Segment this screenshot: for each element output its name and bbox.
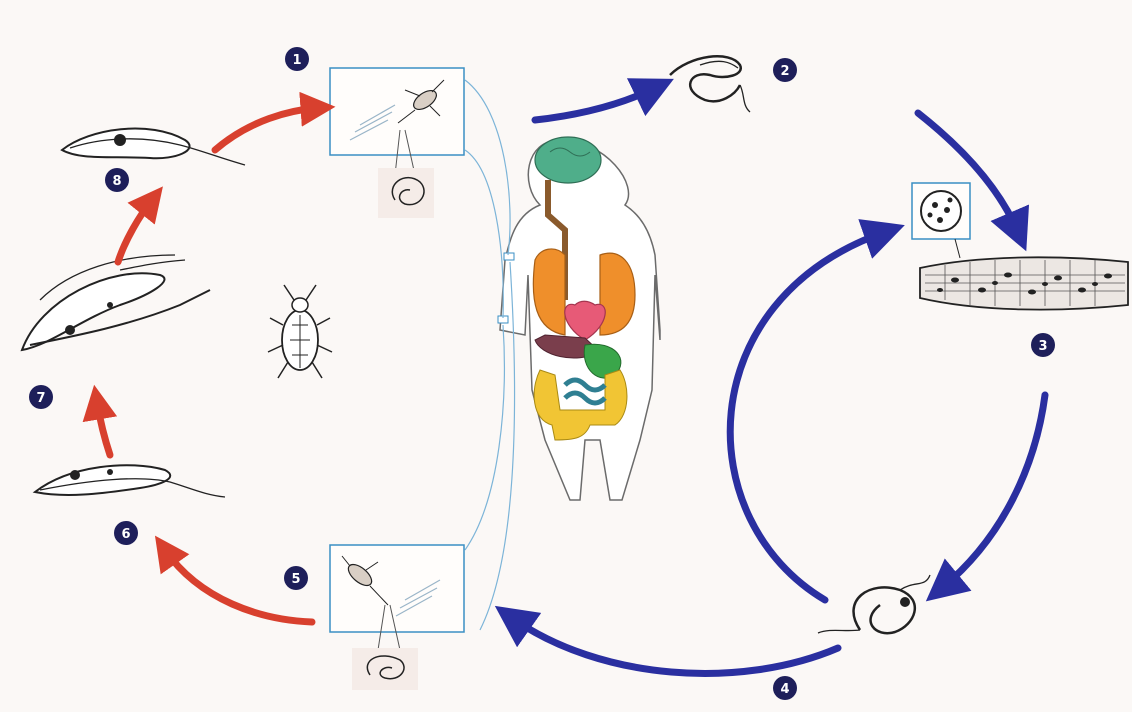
step-badge-8: 8	[105, 168, 129, 192]
step-badge-7: 7	[29, 385, 53, 409]
arrow-7-to-8	[118, 200, 152, 262]
triatomine-bug-icon	[268, 285, 332, 378]
epimastigote-stage-6	[35, 465, 225, 497]
step-badge-5: 5	[284, 566, 308, 590]
svg-text:3: 3	[1038, 339, 1047, 354]
arrow-1-to-2	[535, 88, 655, 120]
step-badge-1: 1	[285, 47, 309, 71]
svg-text:6: 6	[121, 527, 130, 542]
svg-text:7: 7	[36, 391, 45, 406]
arrow-6-to-7	[97, 402, 110, 455]
amastigote-icon	[912, 183, 970, 258]
step-badge-6: 6	[114, 521, 138, 545]
arrow-4-to-5	[512, 618, 838, 673]
inset-bug-feeding-bottom	[330, 545, 464, 650]
arrow-4-to-amastigote	[730, 232, 885, 600]
human-body-icon	[498, 137, 660, 500]
bite-site-marker	[504, 253, 514, 260]
step-badge-3: 3	[1031, 333, 1055, 357]
trypomastigote-icon	[352, 648, 418, 690]
trypomastigote-icon	[378, 168, 434, 218]
inset-bug-feeding-top	[330, 68, 464, 175]
arrow-8-to-1	[215, 108, 318, 150]
step-badge-4: 4	[773, 676, 797, 700]
svg-text:8: 8	[112, 174, 121, 189]
svg-text:5: 5	[291, 572, 300, 587]
vector-cycle-arrows	[97, 108, 318, 622]
svg-text:1: 1	[292, 53, 301, 68]
trypomastigote-stage-4	[818, 575, 930, 633]
brain-organ	[535, 137, 601, 183]
epimastigote-stage-7	[22, 255, 210, 350]
trypomastigote-stage-2	[670, 56, 750, 112]
muscle-tissue-icon	[920, 257, 1128, 309]
connector-lines	[465, 80, 515, 630]
arrow-3-to-4	[942, 395, 1045, 588]
svg-text:2: 2	[780, 64, 789, 79]
svg-text:4: 4	[780, 682, 789, 697]
step-badge-2: 2	[773, 58, 797, 82]
